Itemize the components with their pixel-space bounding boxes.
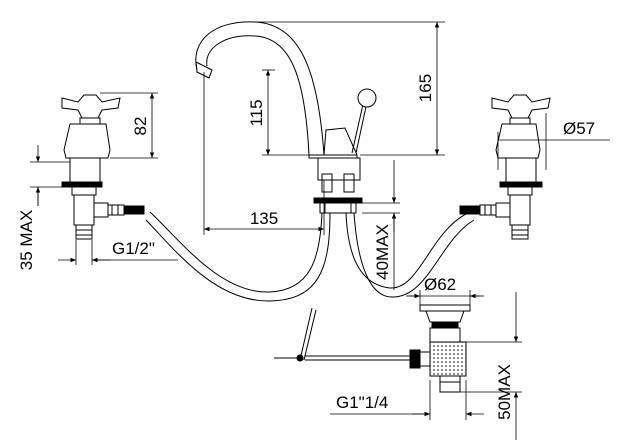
dim-spout-height: 165 bbox=[416, 74, 435, 102]
dim-inlet-thread: G1/2" bbox=[112, 239, 155, 258]
spout bbox=[195, 21, 358, 159]
pop-up-lever bbox=[351, 88, 377, 154]
right-cross-handle bbox=[459, 94, 551, 240]
dim-max-deck-left: 35 MAX bbox=[17, 210, 36, 270]
pop-up-waste bbox=[274, 304, 471, 393]
dim-waste-diameter: Ø62 bbox=[424, 275, 456, 294]
dim-max-waste: 50MAX bbox=[495, 364, 514, 420]
dim-waste-thread: G1"1/4 bbox=[336, 393, 388, 412]
dimension-lines bbox=[30, 21, 610, 440]
dim-max-deck-center: 40MAX bbox=[373, 224, 392, 280]
flexible-hoses bbox=[145, 211, 475, 302]
dim-lever-height: 115 bbox=[247, 99, 266, 126]
dim-handle-height: 82 bbox=[131, 117, 150, 136]
spout-mounting bbox=[313, 157, 363, 214]
dim-handle-diameter: Ø57 bbox=[563, 119, 595, 138]
dim-spout-reach: 135 bbox=[250, 209, 278, 228]
left-cross-handle bbox=[61, 94, 145, 240]
